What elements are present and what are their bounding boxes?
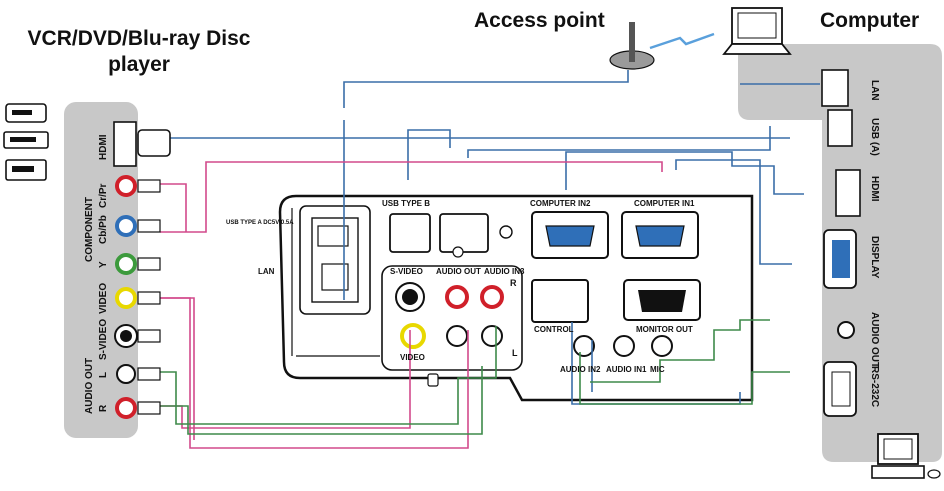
component-label: COMPONENT [84,197,95,262]
mic-label: MIC [650,365,665,374]
access-point-title: Access point [474,9,605,32]
usb-dc-label: USB TYPE A DC5V 0.5A [226,220,294,226]
video-label-projector: VIDEO [400,353,425,362]
laptop-icon [722,7,792,55]
control-label: CONTROL [534,325,574,334]
access-point-icon [609,22,655,70]
cb-pb-label: Cb/Pb [98,215,109,244]
computer-in2-label: COMPUTER IN2 [530,199,591,208]
left-panel-ports [113,121,171,419]
r-label: R [98,404,109,412]
wires-green [150,319,790,435]
audio-in1-label: AUDIO IN1 [606,365,647,374]
vcr-dvd-title: VCR/DVD/Blu-ray Disc player [27,27,251,76]
s-video-label-projector: S-VIDEO [390,267,423,276]
hdmi-label-left: HDMI [98,134,109,160]
audio-in2-label: AUDIO IN2 [560,365,601,374]
usb-a-label: USB (A) [869,118,880,156]
usb-type-b-label: USB TYPE B [382,199,430,208]
wireless-signal-icon [649,32,715,50]
computer-title: Computer [820,9,920,32]
projector-rear-panel [278,194,754,402]
r-label-projector: R [510,278,517,288]
y-label: Y [98,261,109,268]
lan-label-projector: LAN [258,267,275,276]
monitor-out-label: MONITOR OUT [636,325,693,334]
desktop-computer-icon [871,433,941,479]
video-label-left: VIDEO [98,283,109,314]
s-video-label-left: S-VIDEO [98,319,109,360]
hdmi-label-right: HDMI [869,176,880,202]
av-player-icons [3,103,49,181]
computer-in1-label: COMPUTER IN1 [634,199,695,208]
audio-out-label-right: AUDIO OUT [869,312,880,368]
audio-out-label-left: AUDIO OUT [84,358,95,414]
right-panel-ports [821,69,861,417]
rs232c-label: RS-232C [869,366,880,407]
audio-out-label-projector: AUDIO OUT [436,267,481,276]
audio-in3-label: AUDIO IN3 [484,267,525,276]
lan-label-right: LAN [869,80,880,101]
cr-pr-label: Cr/Pr [98,183,109,208]
l-label-projector: L [512,348,518,358]
l-label: L [98,372,109,378]
display-label: DISPLAY [869,236,880,279]
